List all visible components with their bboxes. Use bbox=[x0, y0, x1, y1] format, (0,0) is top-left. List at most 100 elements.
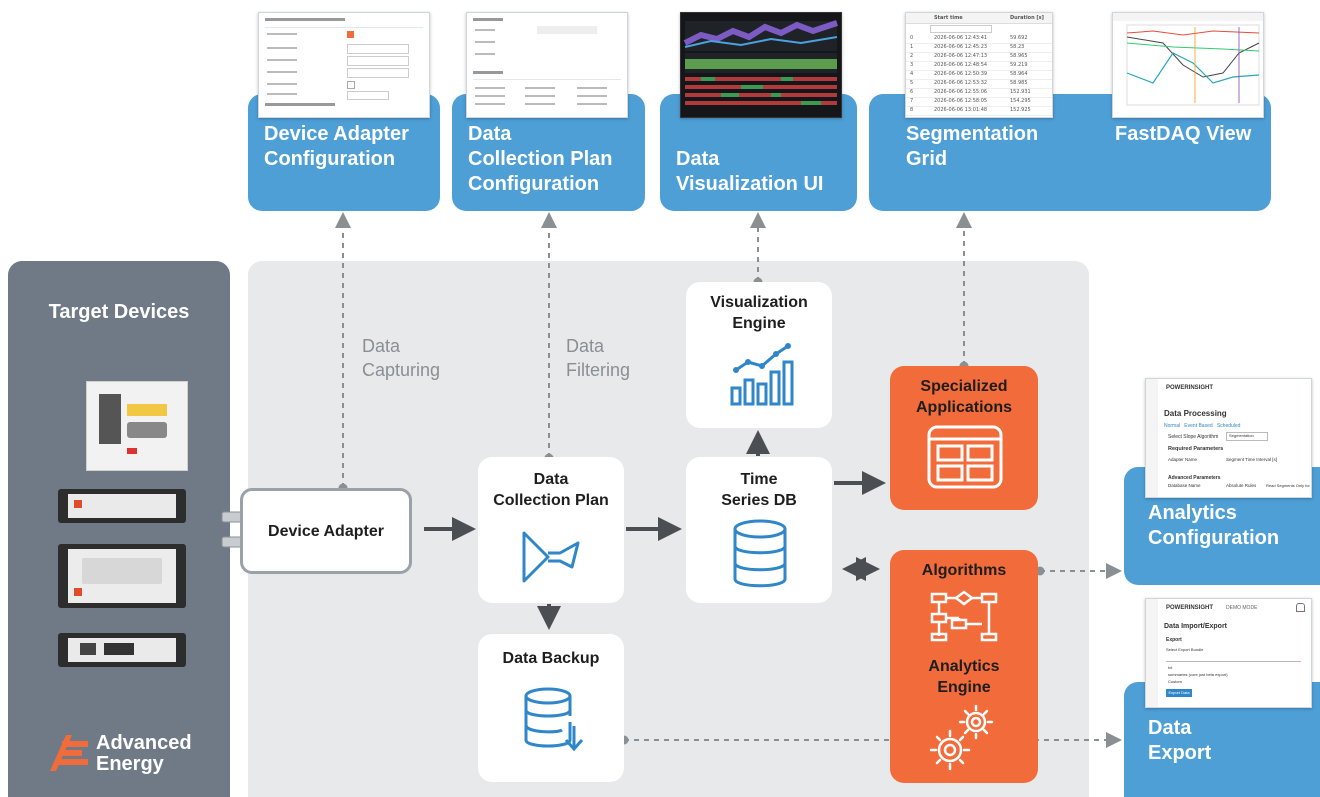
device-image-3 bbox=[58, 544, 186, 608]
data-filtering-label: Data Filtering bbox=[566, 336, 631, 380]
database-icon bbox=[733, 519, 787, 588]
device-image-1 bbox=[86, 381, 188, 471]
export-heading: Data Import/Export bbox=[1164, 623, 1228, 630]
segmentation-cell: 2026-06-06 12:48:54 bbox=[934, 62, 988, 68]
fastdaq-view-title: FastDAQ View bbox=[1115, 123, 1252, 145]
analytics-param1: Adapter Name bbox=[1168, 457, 1198, 462]
fastdaq-screenshot bbox=[1112, 12, 1264, 118]
segmentation-cell: 2026-06-06 12:53:32 bbox=[934, 80, 988, 86]
segmentation-cell: 59.219 bbox=[1010, 62, 1028, 68]
analytics-tab-scheduled[interactable]: Scheduled bbox=[1216, 423, 1241, 429]
time-series-db-node: Time Series DB bbox=[686, 457, 832, 603]
device-adapter-label: Device Adapter bbox=[268, 523, 384, 540]
segmentation-cell: 7 bbox=[910, 98, 914, 104]
segmentation-filter-row[interactable] bbox=[930, 25, 992, 33]
algorithms-label: Algorithms bbox=[921, 562, 1007, 579]
segmentation-cell: 4 bbox=[910, 71, 914, 77]
export-brand: POWERINSIGHT bbox=[1166, 605, 1214, 611]
data-backup-node: Data Backup bbox=[478, 634, 624, 782]
analytics-required: Required Parameters bbox=[1168, 446, 1224, 452]
segmentation-table-header: Start time Duration [s] bbox=[906, 13, 1052, 24]
specialized-applications-node: Specialized Applications bbox=[890, 366, 1038, 510]
analytics-tab-normal[interactable]: Normal bbox=[1164, 423, 1181, 429]
segmentation-grid-title: Segmentation Grid bbox=[906, 123, 1039, 170]
app-grid-icon bbox=[927, 425, 1003, 489]
analytics-param5: Read Segments Only for bbox=[1266, 483, 1310, 488]
segmentation-cell: 58.965 bbox=[1010, 53, 1028, 59]
segmentation-grid-screenshot: Start time Duration [s] 0 2026-06-06 12:43:… bbox=[905, 12, 1053, 118]
brand-name: Advanced Energy bbox=[96, 733, 192, 775]
analytics-configuration-title: Analytics Configuration bbox=[1148, 502, 1280, 549]
segmentation-header-cell[interactable]: Start time bbox=[934, 15, 963, 21]
data-export-screenshot: POWERINSIGHT DEMO MODE Data Import/Expor… bbox=[1145, 598, 1312, 708]
fastdaq-chart-graphic bbox=[1113, 13, 1263, 106]
export-option-1[interactable]: txt bbox=[1168, 665, 1173, 670]
export-select[interactable] bbox=[1166, 654, 1301, 662]
advanced-energy-logo-icon bbox=[50, 735, 88, 771]
segmentation-table-row[interactable]: 0 2026-06-06 12:43:41 59.692 bbox=[906, 34, 1052, 44]
export-button[interactable]: Export Data bbox=[1166, 689, 1192, 697]
export-section: Export bbox=[1166, 637, 1182, 643]
target-devices-title: Target Devices bbox=[48, 301, 190, 323]
brand-name-line1: Advanced bbox=[96, 732, 192, 754]
segmentation-cell: 2026-06-06 13:01:48 bbox=[934, 107, 988, 113]
gears-icon bbox=[929, 704, 994, 771]
segmentation-cell: 59.692 bbox=[1010, 35, 1028, 41]
data-viz-ui-title-wrap: Data Visualization UI Grafana bbox=[676, 122, 823, 272]
analytics-heading: Data Processing bbox=[1164, 409, 1227, 418]
segmentation-cell: 1 bbox=[910, 44, 914, 50]
segmentation-table-row[interactable]: 1 2026-06-06 12:45:23 58.23 bbox=[906, 43, 1052, 53]
segmentation-cell: 5 bbox=[910, 80, 914, 86]
segmentation-table-row[interactable]: 8 2026-06-06 13:01:48 152.925 bbox=[906, 106, 1052, 116]
target-devices-panel: Target Devices Advanced Energy bbox=[8, 261, 230, 797]
data-backup-label: Data Backup bbox=[502, 650, 600, 667]
export-option-2[interactable]: summaries (core just beta export) bbox=[1168, 672, 1228, 677]
segmentation-cell: 2026-06-06 12:50:39 bbox=[934, 71, 988, 77]
segmentation-cell: 2026-06-06 12:55:06 bbox=[934, 89, 988, 95]
segmentation-cell: 58.23 bbox=[1010, 44, 1025, 50]
data-viz-ui-title: Data Visualization UI bbox=[676, 148, 824, 195]
analytics-tab-event[interactable]: Event Based bbox=[1184, 423, 1213, 429]
notification-bell-icon[interactable] bbox=[1296, 603, 1305, 612]
segmentation-cell: 2 bbox=[910, 53, 914, 59]
segmentation-cell: 154.295 bbox=[1010, 98, 1031, 104]
segmentation-cell: 152.931 bbox=[1010, 89, 1031, 95]
segmentation-table-row[interactable]: 6 2026-06-06 12:55:06 152.931 bbox=[906, 88, 1052, 98]
analytics-algo-label: Select Slope Algorithm bbox=[1168, 434, 1219, 440]
dcp-config-title: Data Collection Plan Configuration bbox=[468, 123, 613, 195]
database-download-icon bbox=[524, 687, 584, 752]
analytics-algo-select[interactable]: Segmentation bbox=[1226, 432, 1268, 441]
brand-name-line2: Energy bbox=[96, 753, 164, 775]
export-option-3[interactable]: Custom bbox=[1168, 679, 1182, 684]
time-series-db-label: Time Series DB bbox=[721, 471, 797, 509]
segmentation-table-row[interactable]: 3 2026-06-06 12:48:54 59.219 bbox=[906, 61, 1052, 71]
data-export-title: Data Export bbox=[1148, 717, 1212, 764]
export-mode: DEMO MODE bbox=[1226, 605, 1258, 611]
segmentation-cell: 2026-06-06 12:45:23 bbox=[934, 44, 988, 50]
analytics-param4: Absolute Rules bbox=[1226, 483, 1257, 488]
analytics-engine-label: Analytics Engine bbox=[928, 658, 1000, 696]
analytics-param3: Database Name bbox=[1168, 483, 1201, 488]
segmentation-table-row[interactable]: 5 2026-06-06 12:53:32 58.985 bbox=[906, 79, 1052, 89]
bar-chart-trend-icon bbox=[730, 343, 794, 406]
flowchart-icon bbox=[930, 590, 998, 642]
analytics-config-screenshot: POWERINSIGHT Data Processing Normal Even… bbox=[1145, 378, 1312, 498]
dcp-config-screenshot bbox=[466, 12, 628, 118]
segmentation-cell: 58.985 bbox=[1010, 80, 1028, 86]
segmentation-cell: 6 bbox=[910, 89, 914, 95]
analytics-engine-node: Algorithms Analytics Engine bbox=[890, 550, 1038, 783]
device-image-4 bbox=[58, 633, 186, 667]
segmentation-cell: 3 bbox=[910, 62, 914, 68]
data-collection-plan-label: Data Collection Plan bbox=[493, 471, 609, 509]
segmentation-cell: 2026-06-06 12:43:41 bbox=[934, 35, 988, 41]
segmentation-cell: 8 bbox=[910, 107, 914, 113]
visualization-engine-label: Visualization Engine bbox=[710, 294, 808, 332]
segmentation-cell: 0 bbox=[910, 35, 914, 41]
grafana-dashboard-graphic bbox=[683, 20, 838, 105]
segmentation-cell: 152.925 bbox=[1010, 107, 1031, 113]
segmentation-header-cell[interactable]: Duration [s] bbox=[1010, 15, 1044, 21]
